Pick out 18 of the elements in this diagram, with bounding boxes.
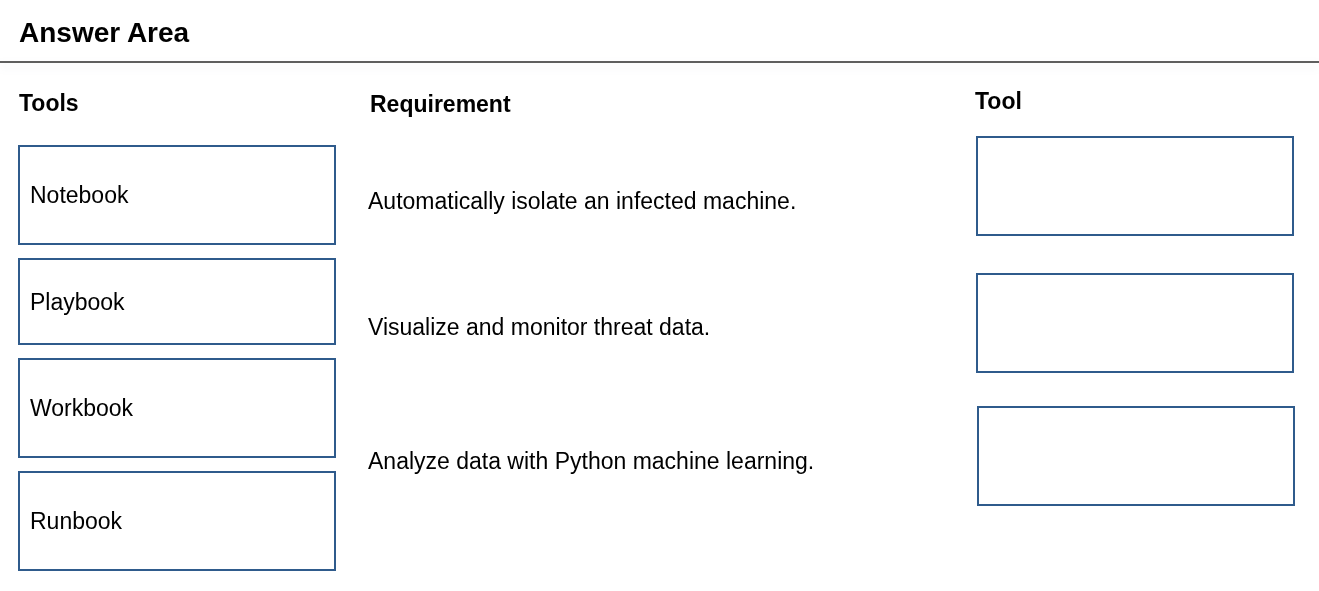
option-card: [18, 471, 336, 571]
option-card: [18, 145, 336, 245]
requirement-text: Automatically isolate an infected machine.: [368, 187, 797, 215]
option-card: [18, 358, 336, 458]
column-heading: Tools: [19, 89, 79, 117]
option-card: [18, 258, 336, 345]
option-label: Workbook: [30, 394, 135, 422]
option-label: Runbook: [30, 507, 124, 535]
option-label: Notebook: [30, 181, 130, 209]
column-heading: Tool: [975, 87, 1022, 115]
option-label: Playbook: [30, 287, 126, 316]
requirement-text: Visualize and monitor threat data.: [368, 313, 711, 341]
answer-box: [976, 136, 1294, 236]
answer-box: [976, 273, 1294, 373]
column-heading: Requirement: [370, 90, 511, 118]
page-title: Answer Area: [19, 16, 190, 50]
answer-box: [977, 406, 1295, 506]
requirement-text: Analyze data with Python machine learning.: [368, 447, 815, 475]
